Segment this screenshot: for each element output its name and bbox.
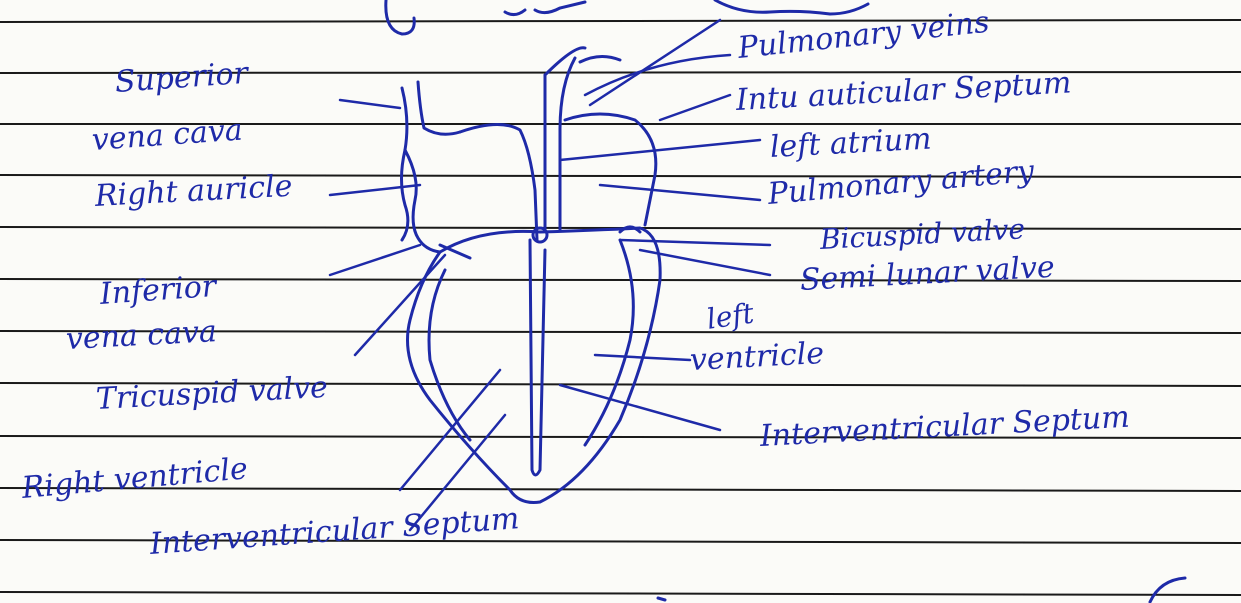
label-inferior-vena-cava-line1: Inferior (99, 272, 217, 310)
pulmonary-vein-stub (580, 56, 620, 62)
ruled-line (0, 592, 1241, 595)
aorta-left-wall (460, 124, 537, 240)
ruled-lines (0, 20, 1241, 595)
superior-vena-cava-inner (418, 82, 460, 134)
heart-diagram (402, 48, 661, 503)
left-atrium-leader (560, 140, 760, 160)
pulmonary-artery-leader (600, 185, 760, 200)
ivs-right-leader (560, 385, 720, 430)
left-atrium (565, 114, 656, 225)
cropped-letter (535, 2, 585, 13)
label-left-ventricle-line2: ventricle (689, 339, 825, 376)
label-inferior-vena-cava-line2: vena cava (65, 317, 217, 355)
right-ventricle-leader (400, 370, 500, 490)
inter-auricular-leader (660, 95, 730, 120)
cropped-letter (658, 598, 665, 600)
aorta-leader (590, 20, 720, 105)
ivc-leader (330, 245, 420, 275)
left-ventricle-wall (585, 240, 633, 445)
cropped-letter (505, 10, 525, 15)
label-left-atrium: left atrium (769, 125, 932, 163)
leader-lines (330, 20, 770, 530)
right-auricle-leader (330, 185, 420, 195)
superior-vena-cava-outer (402, 88, 408, 240)
interventricular-septum (530, 240, 545, 475)
right-auricle (405, 150, 440, 252)
ruled-line (0, 20, 1241, 22)
svc-leader (340, 100, 400, 108)
bicuspid-leader (620, 240, 770, 245)
label-superior-vena-cava-line1: Superior (114, 59, 249, 98)
cropped-letter (1150, 578, 1185, 602)
label-left-ventricle-line1: left (705, 300, 756, 334)
cropped-aorta-word (715, 0, 868, 14)
cropped-letter (386, 0, 414, 34)
pulmonary-trunk-wall (560, 58, 575, 230)
valve-circle (533, 228, 547, 242)
